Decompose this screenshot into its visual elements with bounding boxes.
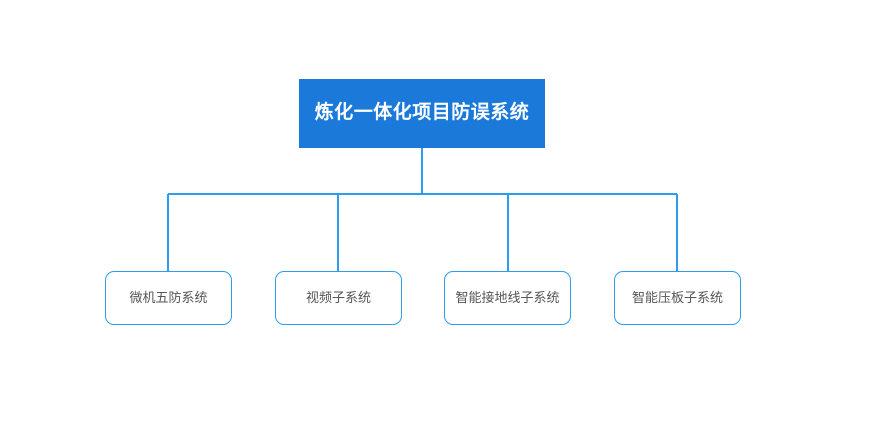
child-node-3[interactable]: 智能接地线子系统 [444,271,571,325]
child-node-4-label: 智能压板子系统 [631,289,723,305]
child-node-3-label: 智能接地线子系统 [455,289,560,305]
child-node-1-label: 微机五防系统 [129,289,208,305]
root-node[interactable]: 炼化一体化项目防误系统 [299,79,545,148]
child-node-2[interactable]: 视频子系统 [275,271,402,325]
child-node-2-label: 视频子系统 [305,289,371,305]
child-node-4[interactable]: 智能压板子系统 [614,271,741,325]
root-node-label: 炼化一体化项目防误系统 [314,102,530,124]
child-node-1[interactable]: 微机五防系统 [105,271,232,325]
